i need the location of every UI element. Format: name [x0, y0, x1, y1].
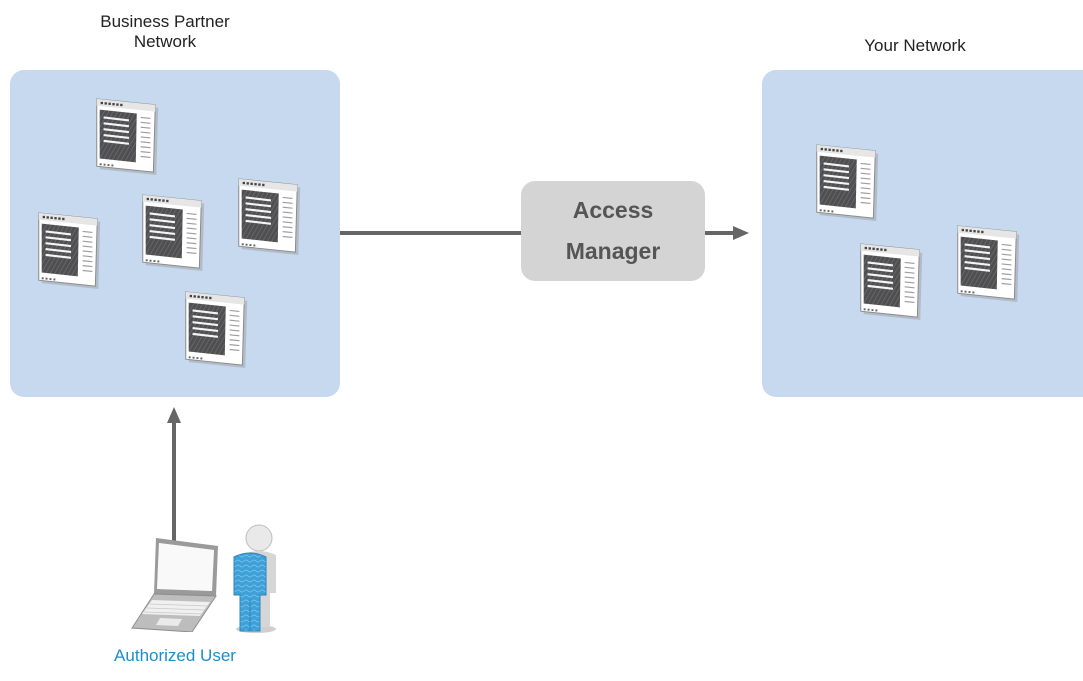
your-network-title: Your Network [864, 36, 966, 55]
access-manager-line2: Manager [565, 238, 661, 264]
partner-network-title-line2: Network [133, 32, 197, 51]
server-icon [956, 224, 1021, 303]
server-icon [815, 143, 880, 222]
arrow-right-icon [733, 226, 749, 240]
server-icon [95, 97, 160, 176]
server-icon [859, 242, 924, 321]
laptop-icon [131, 538, 218, 632]
access-manager-line1: Access [572, 197, 654, 223]
server-icon [141, 193, 206, 272]
user-access-line [172, 420, 176, 548]
partner-network-title: Business Partner Network [75, 12, 255, 52]
access-manager-node: Access Manager [521, 181, 705, 281]
your-network-box [762, 70, 1083, 397]
server-icon [184, 290, 249, 369]
partner-network-box [10, 70, 340, 397]
partner-network-title-line1: Business Partner [100, 12, 230, 31]
authorized-user-label: Authorized User [114, 646, 236, 665]
person-icon [233, 524, 276, 633]
arrow-up-icon [167, 407, 181, 423]
server-icon [37, 211, 102, 290]
server-icon [237, 177, 302, 256]
